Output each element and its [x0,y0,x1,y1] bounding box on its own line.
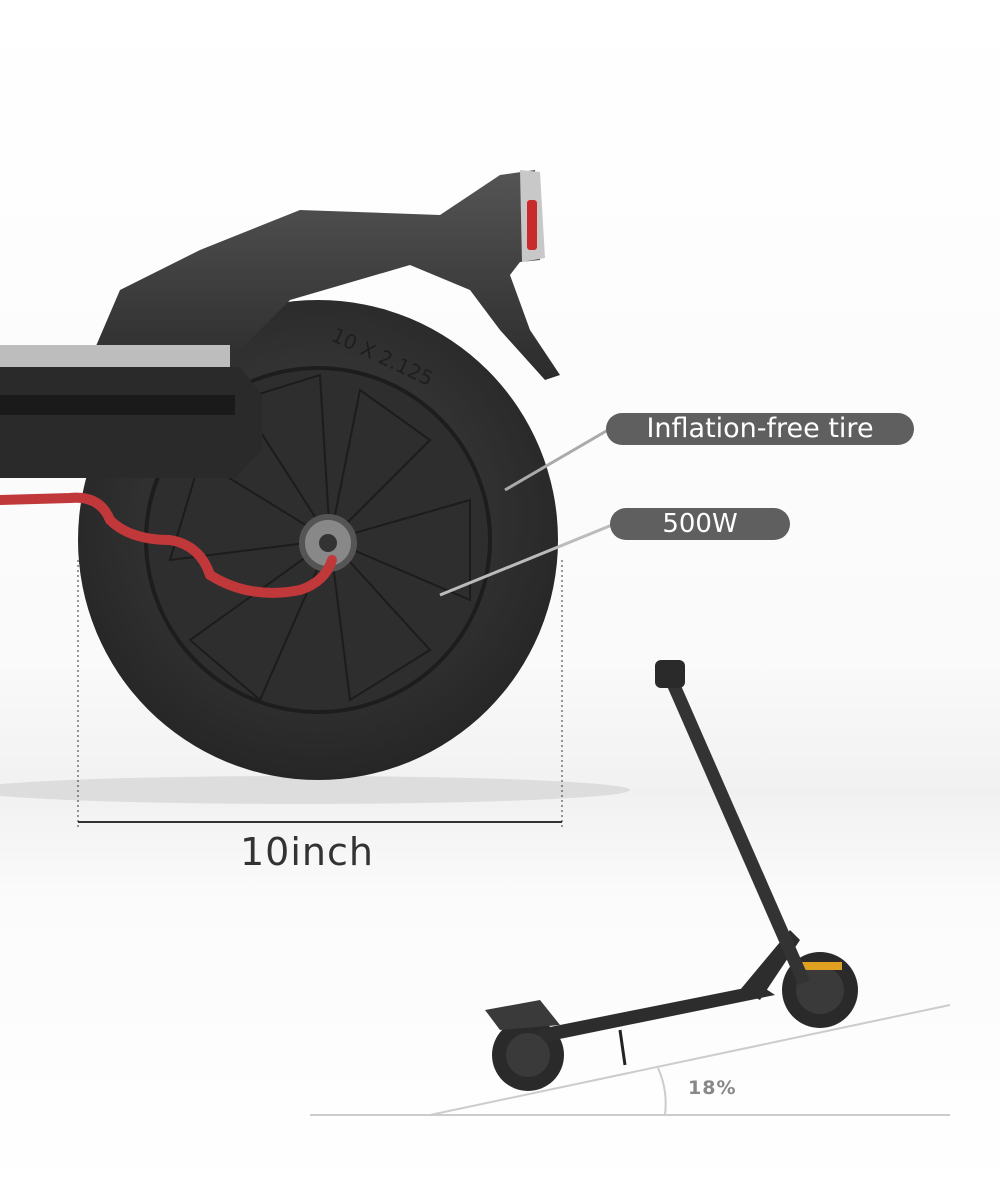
slope-line [429,1004,951,1116]
rear-light [527,200,537,250]
tire-leader-line [504,428,609,492]
motor-callout: 500W [610,508,790,540]
wheel-size-label: 10inch [240,830,374,874]
motor-leader-line [439,523,613,597]
tire-marking: 10 X 2.125 [328,323,437,391]
deck-grip [0,345,230,367]
dimension-lines [77,560,563,830]
ground-shadow [0,776,630,804]
angle-arc [657,1067,667,1116]
slope-grade-label: 18% [688,1077,737,1099]
deck [0,367,262,478]
scooter-on-slope [485,660,858,1091]
motor-cable [0,492,337,598]
tire-callout: Inflation-free tire [606,413,914,445]
rear-fender [90,170,560,380]
